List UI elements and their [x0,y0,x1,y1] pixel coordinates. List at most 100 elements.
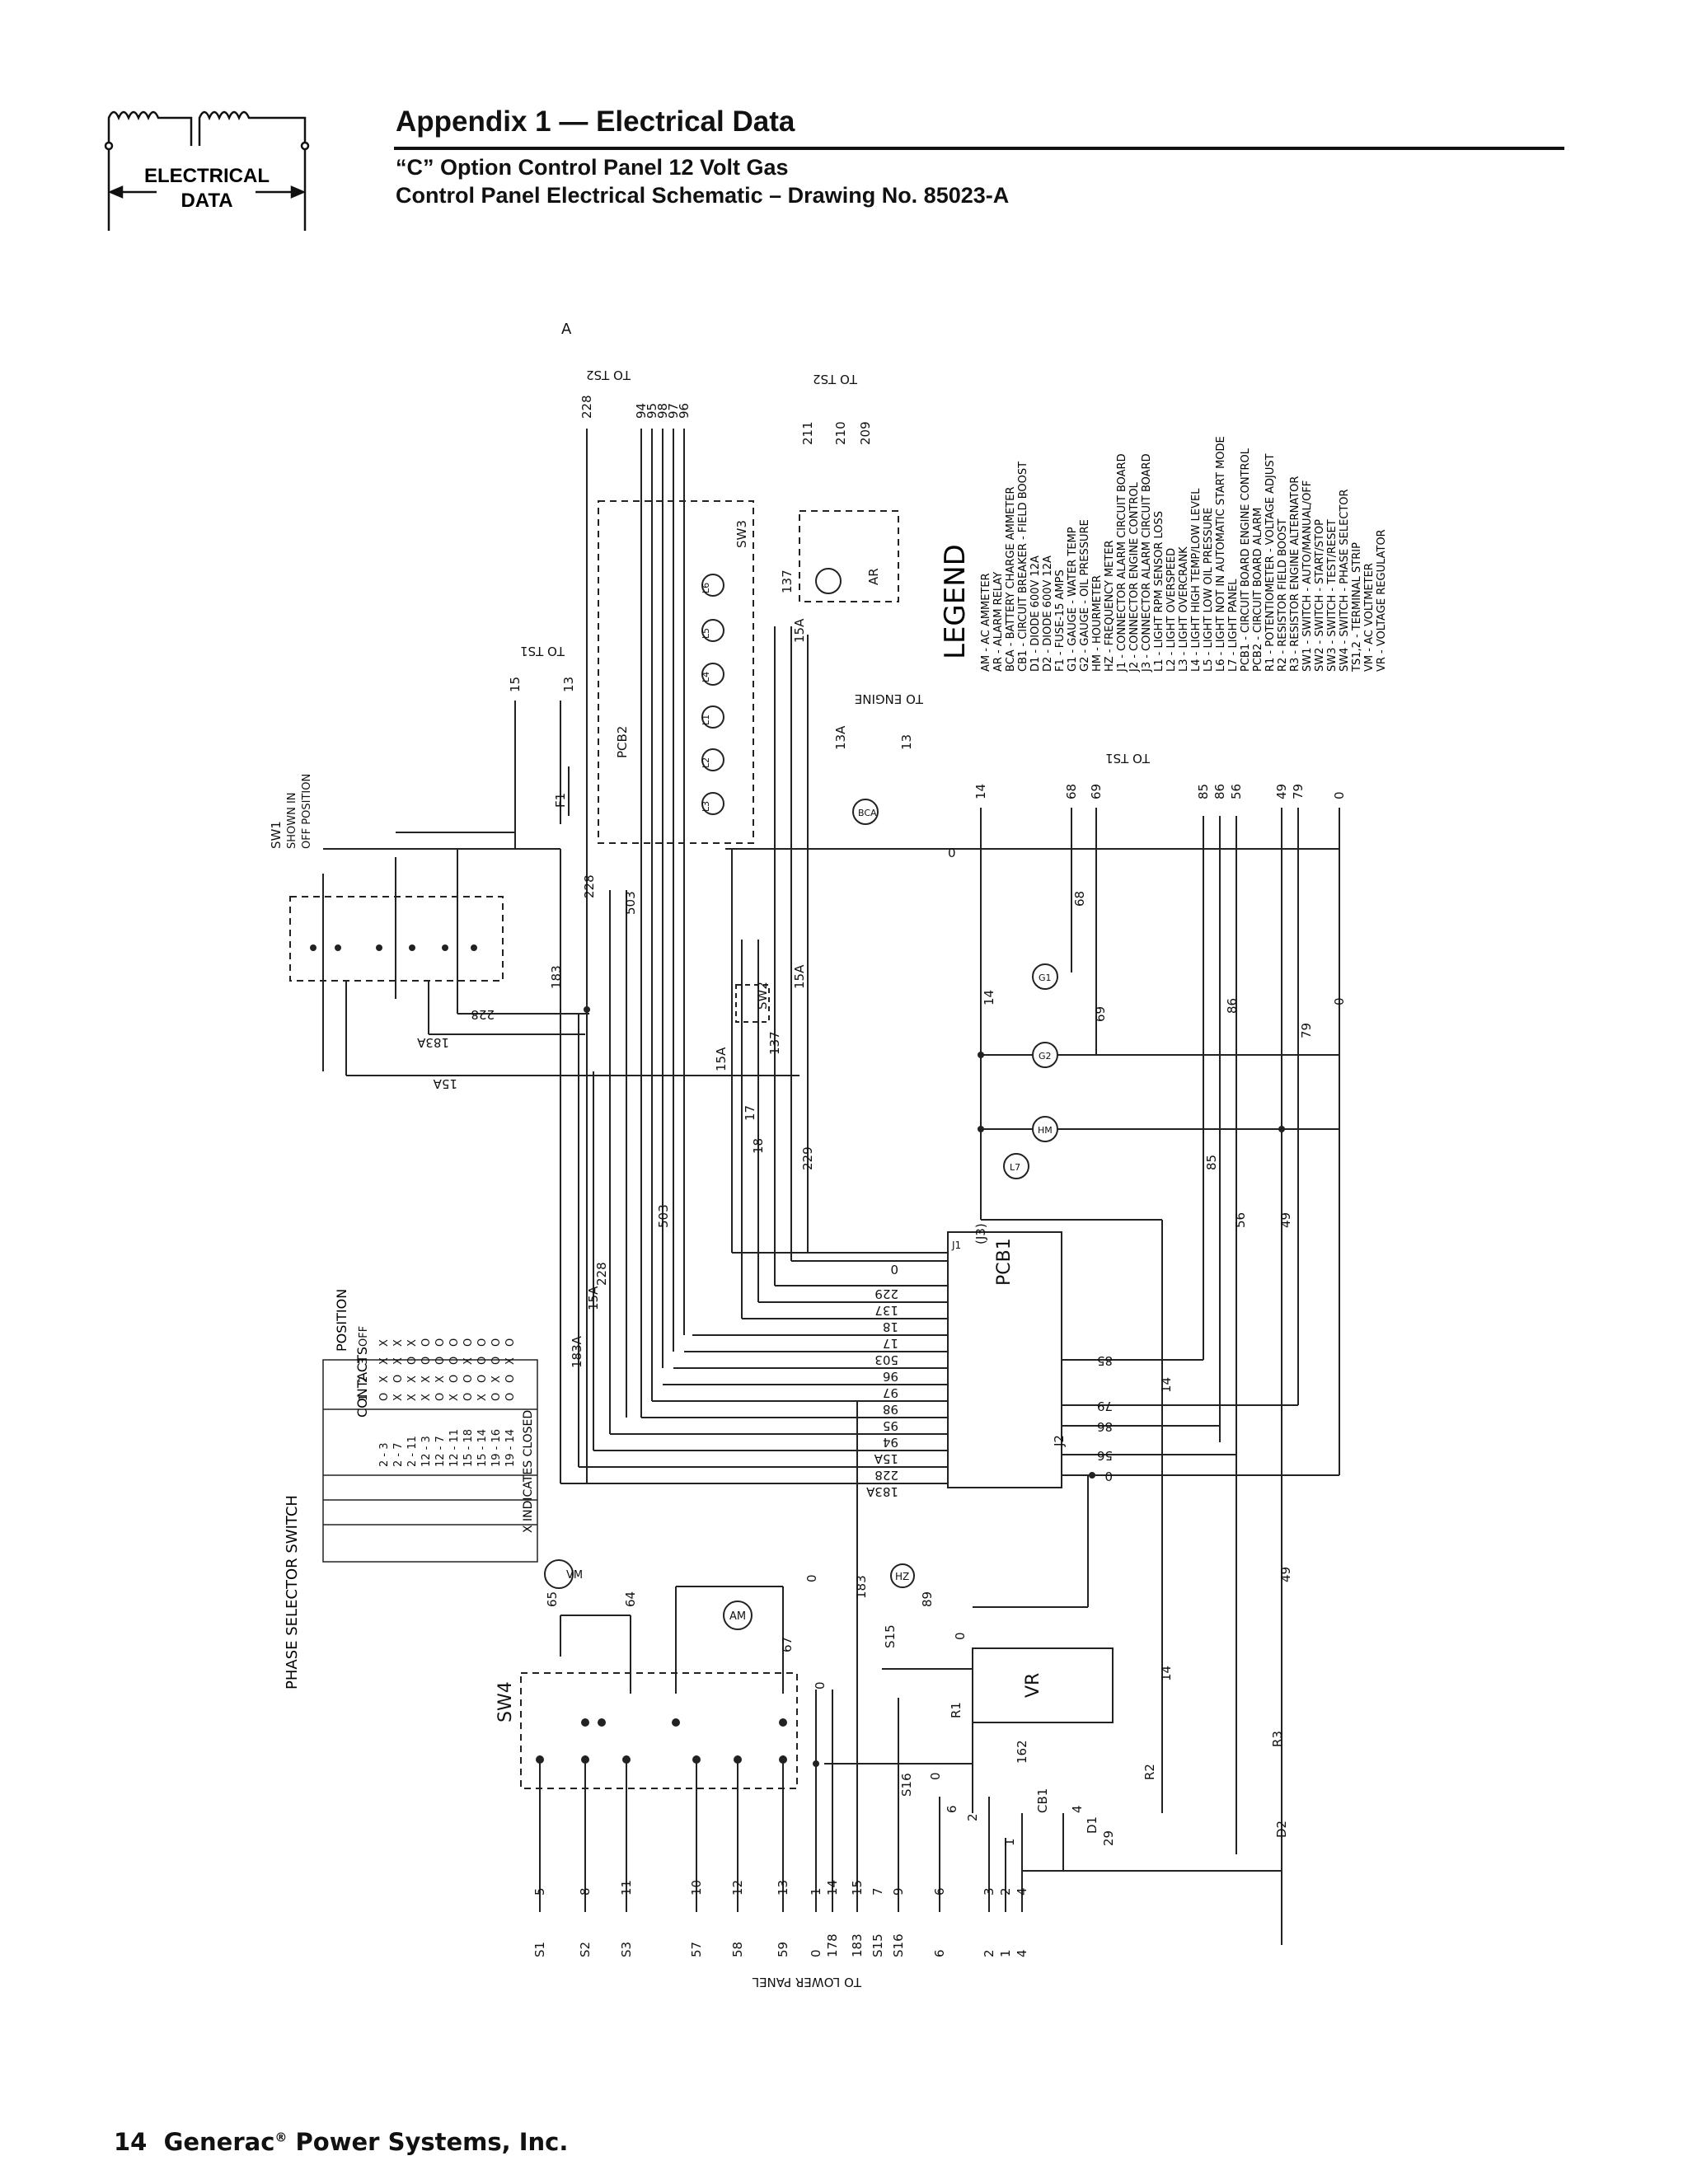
coil-icon [104,110,310,231]
legend-item: SW4 - SWITCH - PHASE SELECTOR [1339,489,1351,672]
wire-label: 2 [965,1813,980,1821]
svg-text:D2: D2 [1274,1821,1289,1838]
svg-text:POSITION: POSITION [334,1289,349,1352]
pcb1-label: PCB1 [994,1238,1015,1286]
contact-cell: X [392,1394,405,1401]
pcb1-wire-label: 94 [883,1435,898,1450]
vr-box [972,1647,1114,1723]
ts1-wire-number: 86 [1212,784,1227,799]
wire-label: 162 [1015,1740,1029,1764]
wire-label: 183 [854,1575,869,1599]
lower-panel-code: 13 [776,1880,790,1896]
wire-label: 17 [743,1105,757,1121]
svg-text:R3: R3 [1270,1731,1285,1747]
ar-relay [799,510,899,602]
wire-label: 228 [594,1262,609,1286]
sw1-label: SW1 [269,821,284,849]
lower-panel-code: 12 [730,1880,745,1896]
lower-panel-code: 11 [619,1880,634,1896]
lower-panel-code: 15 [850,1880,865,1896]
wire-label: S16 [899,1773,914,1797]
page-number: 14 [114,2128,148,2156]
ts1-wire-number: 79 [1291,784,1306,799]
svg-text:CONTACTS: CONTACTS [354,1347,370,1418]
lower-panel-wire: 57 [689,1942,704,1957]
legend-item: G2 - GAUGE - OIL PRESSURE [1079,519,1091,672]
contact-cell: O [434,1338,447,1347]
contact-cell: O [504,1375,517,1383]
phase-selector-table [322,1359,538,1563]
lamp-label: L5 [701,628,711,639]
svg-text:VM: VM [566,1569,583,1582]
page-footer: 14 Generac® Power Systems, Inc. [114,2128,569,2156]
pcb1-wire-label: 17 [883,1336,898,1351]
contact-cell: X [420,1376,433,1383]
lamp-label: L3 [701,801,711,812]
wire-label: 1 [1002,1838,1017,1846]
wire-label: 183A [570,1335,584,1368]
lower-panel-wire: S2 [578,1942,593,1957]
contact-cell: X [378,1339,391,1347]
legend-item: L5 - LIGHT LOW OIL PRESSURE [1203,508,1215,672]
legend-item: VR - VOLTAGE REGULATOR [1376,529,1388,672]
svg-text:TO ENGINE: TO ENGINE [855,691,924,706]
svg-text:SW3: SW3 [734,520,749,548]
contact-cell: O [420,1338,433,1347]
contact-cell: O [476,1357,489,1365]
contact-row-label: 12 - 11 [448,1429,461,1467]
lower-panel-wire: 183 [850,1933,865,1957]
title-rule [394,147,1564,150]
contact-row-label: 12 - 3 [420,1436,433,1467]
ts1-wire-number: 0 [1332,791,1347,799]
svg-text:G1: G1 [1039,972,1052,983]
contact-cell: X [490,1376,503,1383]
ts2-wire-number: 210 [833,421,848,445]
svg-text:SW2: SW2 [755,982,770,1010]
svg-text:HZ: HZ [895,1571,909,1582]
contact-cell: X [504,1357,517,1365]
legend-item: SW2 - SWITCH - START/STOP [1314,519,1326,672]
lamp-l6 [701,574,724,597]
legend-item: BCA - BATTERY CHARGE AMMETER [1005,487,1017,673]
legend-item: G1 - GAUGE - WATER TEMP [1067,527,1079,672]
wire-label: 0 [928,1772,943,1780]
pcb1-wire-label: 56 [1097,1448,1113,1463]
lower-panel-wire: S16 [891,1933,906,1957]
contact-cell: O [462,1338,475,1347]
pcb1-wire-label: 229 [874,1286,898,1301]
ts2-wire-number: 209 [858,421,873,445]
lower-panel-code: 7 [870,1887,885,1896]
wire-label: 64 [623,1591,638,1607]
wire-label: 79 [1299,1023,1314,1038]
legend-item: L4 - LIGHT HIGH TEMP/LOW LEVEL [1190,488,1203,672]
legend-item: HZ - FREQUENCY METER [1104,540,1116,672]
svg-text:AR: AR [866,568,881,585]
company-name: Generac [163,2128,275,2156]
contact-cell: O [420,1357,433,1365]
legend-item: J3 - CONNECTOR ALARM CIRCUIT BOARD [1141,453,1153,673]
pcb1-wire-label: 137 [874,1303,898,1318]
ts2-wire-number: 211 [800,421,815,445]
contact-row-label: 2 - 3 [378,1443,391,1468]
pcb1-wire-label: 97 [883,1385,898,1400]
pcb1-wire-label: 96 [883,1369,898,1384]
lamp-label: L2 [701,757,711,768]
lamp-l5 [701,619,724,642]
pcb2-label: PCB2 [615,726,630,758]
wire-label: 229 [800,1146,815,1170]
lower-panel-code: 5 [532,1887,547,1896]
contact-cell: O [476,1338,489,1347]
lower-panel-code: 9 [891,1887,906,1896]
wire-label: 68 [1072,891,1087,907]
svg-text:J2: J2 [1052,1435,1067,1447]
ts1-wire-number: 13 [561,677,576,692]
legend-item: D1 - DIODE 600V 12A [1029,555,1042,672]
svg-text:(J3): (J3) [973,1223,988,1244]
ts2-wire-number: 97 [666,403,681,419]
pcb2-board [598,500,754,844]
lower-panel-wire: 59 [776,1942,790,1957]
ts1-wire-number: 68 [1064,784,1079,799]
wire-label: 4 [1070,1805,1085,1813]
ts1-wire-number: 49 [1274,784,1289,799]
legend-item: AM - AC AMMETER [980,573,992,672]
